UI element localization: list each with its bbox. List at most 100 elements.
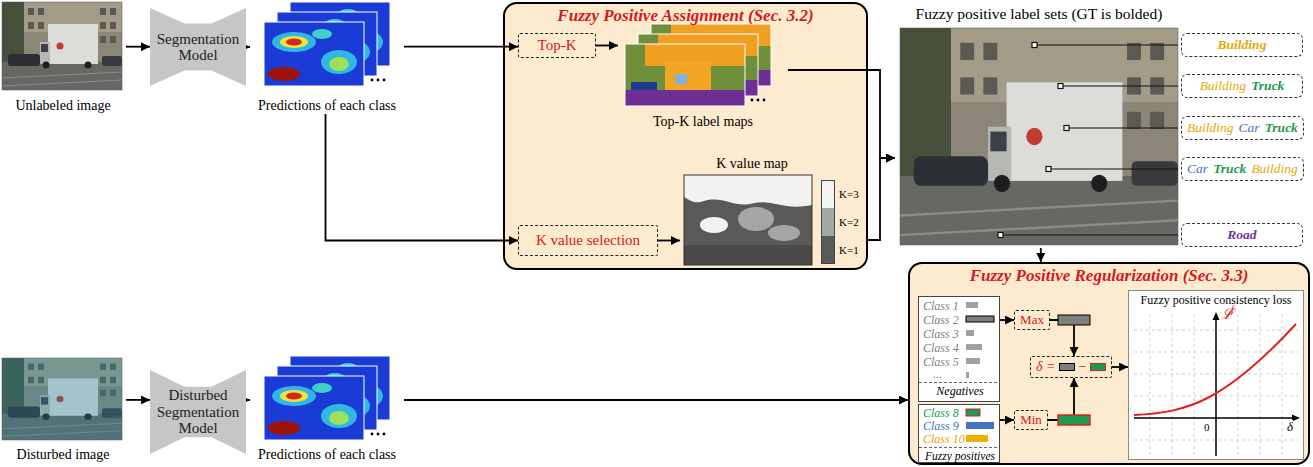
disturbed-photo	[2, 358, 122, 440]
label-set-box-text: Truck	[1265, 120, 1298, 136]
legend-row: K=2	[821, 208, 859, 236]
heatmap-stack	[264, 2, 390, 86]
operation-box-text: K value selection	[536, 232, 640, 249]
min-bar	[1058, 415, 1090, 425]
image-panel: Unlabeled image	[0, 0, 126, 114]
label-set-box-text: Building	[1187, 120, 1234, 136]
model-shape	[150, 8, 246, 86]
flow-arrow	[246, 46, 250, 48]
assignment-module: Fuzzy Positive Assignment (Sec. 3.2) Top-…	[503, 2, 868, 270]
prediction-stack-text: Predictions of each class	[258, 447, 396, 463]
operation-box: Max	[1014, 310, 1050, 330]
flow-arrow	[1112, 366, 1128, 368]
operation-box-text: Min	[1020, 412, 1042, 428]
loss-chart: Fuzzy positive consistency lossℒf0δ	[1128, 290, 1304, 460]
k-value-map: K value map	[680, 156, 866, 268]
positives-panel-text: Class 10	[923, 433, 965, 446]
text-row: Building	[1218, 37, 1267, 53]
flow-arrow	[404, 399, 908, 401]
delta-box: δ =−	[1030, 356, 1112, 378]
regularization-module: Fuzzy Positive Regularization (Sec. 3.3)…	[908, 262, 1310, 465]
text-row: Min	[1020, 412, 1042, 428]
legend-text: K=1	[839, 244, 859, 256]
text-row: δ =−	[1036, 359, 1106, 375]
model-block-text: Disturbed Segmentation Model	[154, 387, 242, 437]
leader-lines	[998, 43, 1178, 238]
label-map-stack	[625, 24, 771, 106]
flow-arrow	[126, 46, 150, 48]
label-set-box-text: Building	[1200, 78, 1247, 94]
score-bars	[918, 296, 1000, 463]
legend-row: K=3	[821, 180, 859, 208]
negatives-panel-text: ...	[933, 367, 942, 381]
label-set-box: Car Truck Building	[1181, 157, 1304, 181]
positives-panel-text: Class 8	[923, 407, 959, 420]
operation-box-text: Max	[1020, 312, 1044, 328]
operation-box: Min	[1014, 410, 1048, 430]
loss-chart-text: δ	[1287, 420, 1293, 434]
flow-arrow	[246, 399, 250, 401]
negatives-panel: Class 1Class 2Class 3Class 4Class 5...Ne…	[918, 296, 1000, 402]
model-block: Segmentation Model	[150, 8, 246, 86]
legend-swatch	[821, 236, 835, 264]
text-row: Top-K	[538, 37, 577, 54]
legend-text: K=3	[839, 188, 859, 200]
operation-box: Top-K	[518, 33, 596, 58]
flow-arrow	[1000, 419, 1014, 421]
heatmap-stack	[264, 356, 390, 440]
flow-arrow	[658, 240, 680, 242]
negatives-panel-text: Negatives	[919, 384, 1001, 398]
model-shape	[150, 370, 246, 454]
max-bar-symbol	[1059, 363, 1075, 371]
min-bar-symbol	[1090, 363, 1106, 371]
street-photo	[900, 28, 1178, 245]
label-set-box: BuildingTruck	[1181, 74, 1303, 98]
text-row: BuildingTruck	[1200, 78, 1285, 94]
positives-panel-text: Fuzzy positives	[919, 450, 1001, 463]
loss-chart-text: Fuzzy positive consistency loss	[1128, 293, 1304, 308]
legend-swatch	[821, 180, 835, 208]
model-block: Disturbed Segmentation Model	[150, 370, 246, 454]
k-legend: K=3K=2K=1	[821, 180, 859, 264]
label-set-box-text: Truck	[1213, 161, 1246, 177]
positives-panel-text: Class 9	[923, 420, 959, 433]
flow-arrow	[788, 70, 895, 158]
image-panel-text: Unlabeled image	[15, 98, 110, 114]
negatives-panel-text: Class 1	[923, 299, 959, 313]
flow-arrow	[326, 114, 519, 241]
text-row: Car Truck Building	[1187, 161, 1298, 177]
label-set-box-text: Car	[1239, 120, 1260, 136]
label-set-panel: Fuzzy positive label sets (GT is bolded)…	[895, 2, 1307, 248]
image-panel-text: Disturbed image	[17, 447, 110, 463]
negatives-panel-text: Class 4	[923, 341, 959, 355]
text-row: K value selection	[536, 232, 640, 249]
module-fill	[908, 262, 1310, 465]
label-set-box: Building Car Truck	[1181, 116, 1304, 140]
label-set-box-text: Car	[1187, 161, 1208, 177]
label-set-box-text: Road	[1227, 227, 1256, 243]
operation-box-text: Top-K	[538, 37, 577, 54]
loss-chart-text: 0	[1204, 421, 1210, 433]
flow-arrow	[1040, 248, 1042, 262]
legend-text: K=2	[839, 216, 859, 228]
text-row: Building Car Truck	[1187, 120, 1298, 136]
label-set-box-text: Truck	[1251, 78, 1284, 94]
max-bar	[1058, 315, 1090, 325]
negatives-panel-text: Class 3	[923, 327, 959, 341]
assignment-module-text: Fuzzy Positive Assignment (Sec. 3.2)	[557, 6, 813, 26]
loss-chart-text: f	[1231, 305, 1234, 315]
label-map-stack-text: Top-K label maps	[653, 114, 753, 130]
street-photo	[2, 2, 122, 90]
legend-row: K=1	[821, 236, 859, 264]
positives-panel: Class 8Class 9Class 10 Fuzzy positives	[918, 404, 1000, 463]
label-set-box: Road	[1181, 223, 1303, 247]
flow-arrow	[404, 46, 518, 48]
prediction-stack-text: Predictions of each class	[258, 98, 396, 114]
module-fill	[503, 2, 868, 270]
negatives-panel-text: Class 2	[923, 313, 959, 327]
label-set-panel-text: Fuzzy positive label sets (GT is bolded)	[895, 5, 1183, 23]
text-row: Road	[1227, 227, 1256, 243]
label-set-box-text: Building	[1251, 161, 1298, 177]
flow-arrow	[126, 399, 150, 401]
delta-box-text: δ =	[1036, 359, 1055, 375]
